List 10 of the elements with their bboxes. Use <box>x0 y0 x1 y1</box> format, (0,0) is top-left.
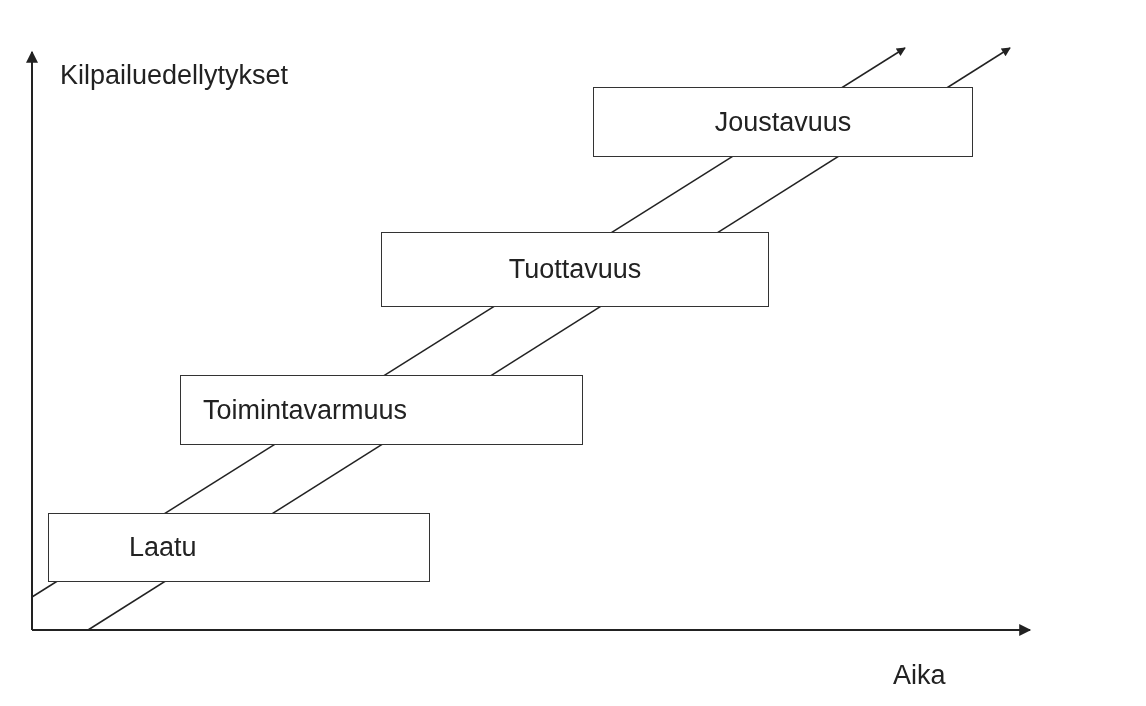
axis-label: Kilpailuedellytykset <box>60 60 289 91</box>
stage-box <box>381 232 769 307</box>
stage-box <box>593 87 973 157</box>
stage-box <box>180 375 583 445</box>
stage-label: Toimintavarmuus <box>203 394 408 426</box>
axis-label: Aika <box>893 660 946 691</box>
stage-label: Joustavuus <box>714 106 852 138</box>
stage-label: Tuottavuus <box>508 254 642 285</box>
stage-label: Laatu <box>129 532 197 563</box>
stage-box <box>48 513 430 582</box>
